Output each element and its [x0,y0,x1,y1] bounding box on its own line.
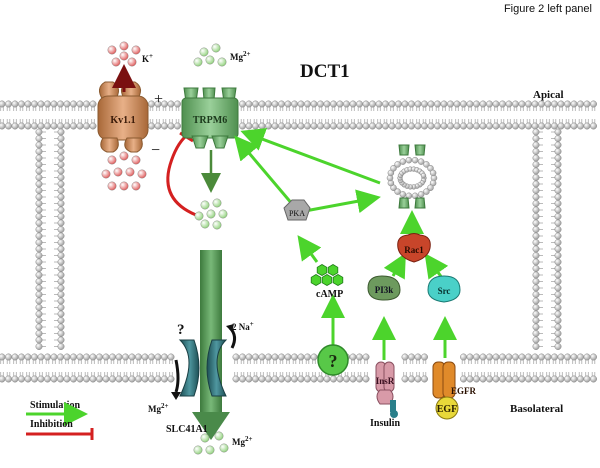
mg-exit-arrowhead [171,392,181,400]
mg-ion-cluster-top [193,43,227,67]
mg-top-label: Mg2+ [230,50,251,62]
pka-node: PKA [283,199,311,221]
na-label: 2 Na+ [232,320,254,332]
basolateral-label: Basolateral [510,403,563,415]
trpm6-channel: TRPM6 [181,87,239,149]
slc41a1-exchanger [178,339,228,397]
inhibition-arrow [166,134,197,217]
kv11-label: Kv1.1 [110,115,135,126]
stimulation-arrows [234,128,457,360]
k-ion-label: K+ [142,52,153,64]
apical-label: Apical [533,89,564,101]
legend: Stimulation Inhibition [26,400,94,440]
mg-left-label: Mg2+ [148,402,169,414]
camp-molecules [310,264,344,286]
src-node: Src [427,275,461,303]
slc-unknown-mark: ? [177,322,185,338]
egfr-label: EGFR [451,386,477,396]
insulin-label: Insulin [370,418,400,429]
k-ion-cluster-top [107,41,141,67]
egf-label: EGF [437,404,458,415]
unknown-receptor-mark: ? [329,351,338,371]
cell-membranes [0,100,597,383]
rac1-label: Rac1 [404,245,424,255]
kv11-channel: Kv1.1 [97,81,149,153]
na-arrowhead [226,324,234,332]
minus-sign: − [151,142,160,159]
trpm6-label: TRPM6 [193,115,227,126]
trpm6-vesicle [386,144,438,209]
camp-label: cAMP [316,289,343,300]
legend-stimulation-label: Stimulation [30,400,80,411]
rac1-node: Rac1 [397,233,431,263]
insr-label: InsR [376,376,395,386]
slc41a1-label: SLC41A1 [166,424,208,435]
insulin-ligand [390,400,398,418]
cell-title: DCT1 [300,61,350,82]
pka-label: PKA [289,209,305,218]
src-label: Src [438,286,451,296]
egf-ligand: EGF [435,396,459,420]
egfr-receptor: EGFR [432,361,477,399]
mg-transport-arrowhead [192,412,230,440]
legend-inhibition-label: Inhibition [30,419,73,430]
pi3k-node: PI3k [367,275,401,301]
mg-exit-arrow [174,359,180,393]
mg-ion-cluster-bottom [193,431,229,455]
plus-sign: + [154,91,163,108]
figure-caption: Figure 2 left panel [504,3,592,15]
mg-ion-cluster-intracellular [194,198,228,230]
k-ion-cluster-bottom [101,151,147,191]
insr-receptor: InsR [375,361,395,405]
unknown-receptor: ? [317,344,349,376]
pi3k-label: PI3k [375,285,394,295]
mg-bottom-label: Mg2+ [232,435,253,447]
